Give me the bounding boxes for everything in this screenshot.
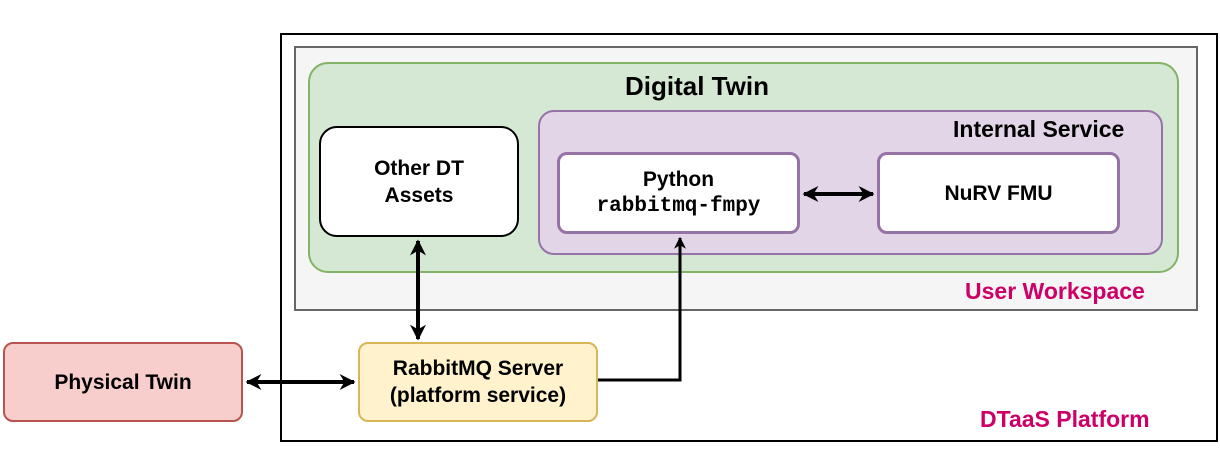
python-node-line2: rabbitmq-fmpy [596, 195, 761, 218]
nurv-fmu-label: NuRV FMU [944, 181, 1053, 205]
dtaas-platform-label: DTaaS Platform [980, 406, 1150, 432]
rabbitmq-node-line1: RabbitMQ Server [392, 357, 564, 380]
physical-twin-label: Physical Twin [54, 370, 192, 394]
other-dt-assets-line2: Assets [384, 183, 454, 207]
python-node-line1: Python [642, 168, 715, 191]
other-dt-assets-node[interactable]: Other DT Assets [319, 126, 519, 237]
user-workspace-label: User Workspace [965, 278, 1145, 304]
rabbitmq-node-line2: (platform service) [389, 384, 567, 407]
physical-twin-node[interactable]: Physical Twin [3, 342, 243, 422]
other-dt-assets-line1: Other DT [374, 156, 464, 180]
python-rabbitmq-fmpy-node[interactable]: Python rabbitmq-fmpy [557, 152, 800, 234]
internal-service-label: Internal Service [953, 116, 1125, 142]
nurv-fmu-node[interactable]: NuRV FMU [877, 152, 1120, 234]
digital-twin-label: Digital Twin [625, 71, 769, 101]
rabbitmq-server-node[interactable]: RabbitMQ Server (platform service) [358, 342, 598, 422]
